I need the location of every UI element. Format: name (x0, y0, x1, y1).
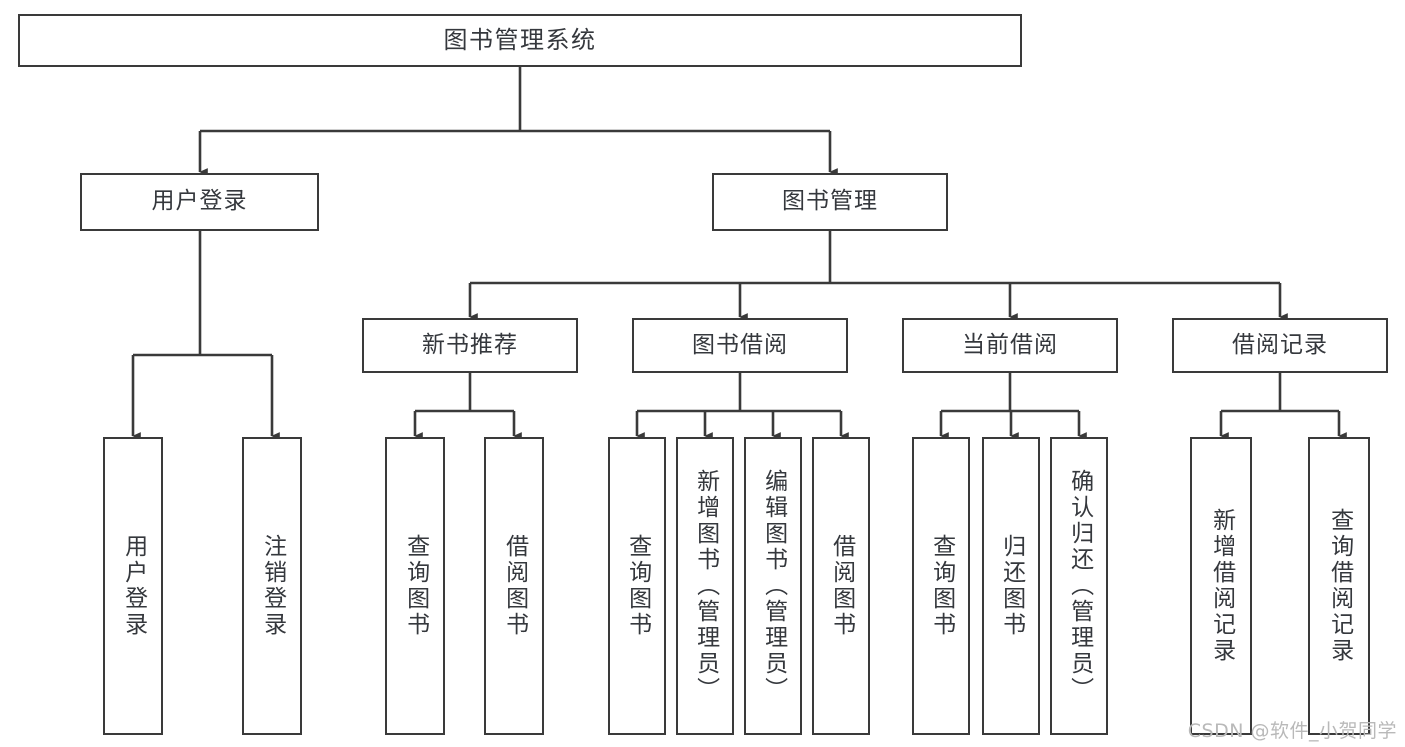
node-l-user-logout[interactable]: 注销登录 (242, 437, 302, 735)
node-book-manage[interactable]: 图书管理 (712, 173, 948, 231)
node-label: 查询图书 (928, 534, 955, 638)
node-label: 图书借阅 (692, 331, 788, 358)
node-label: 新增借阅记录 (1208, 508, 1235, 664)
node-l-c-query[interactable]: 查询图书 (912, 437, 970, 735)
node-user-login[interactable]: 用户登录 (80, 173, 319, 231)
node-label: 归还图书 (998, 534, 1025, 638)
node-l-nr-query[interactable]: 查询图书 (385, 437, 445, 735)
node-l-b-edit[interactable]: 编辑图书（管理员） (744, 437, 802, 735)
node-l-b-query[interactable]: 查询图书 (608, 437, 666, 735)
node-label: 借阅图书 (828, 534, 855, 638)
node-records[interactable]: 借阅记录 (1172, 318, 1388, 373)
node-label: 图书管理系统 (443, 26, 597, 55)
node-label: 借阅记录 (1232, 331, 1328, 358)
node-label: 图书管理 (782, 188, 878, 215)
node-new-rec[interactable]: 新书推荐 (362, 318, 578, 373)
node-label: 用户登录 (151, 188, 248, 215)
node-label: 确认归还（管理员） (1066, 469, 1093, 703)
node-l-c-return[interactable]: 归还图书 (982, 437, 1040, 735)
node-current[interactable]: 当前借阅 (902, 318, 1118, 373)
node-label: 查询借阅记录 (1326, 508, 1353, 664)
node-label: 借阅图书 (501, 534, 528, 638)
node-label: 当前借阅 (962, 331, 1058, 358)
node-borrow[interactable]: 图书借阅 (632, 318, 848, 373)
node-label: 新书推荐 (422, 331, 518, 358)
node-l-b-borrow[interactable]: 借阅图书 (812, 437, 870, 735)
node-l-r-query[interactable]: 查询借阅记录 (1308, 437, 1370, 735)
node-l-b-add[interactable]: 新增图书（管理员） (676, 437, 734, 735)
node-l-user-login[interactable]: 用户登录 (103, 437, 163, 735)
node-label: 新增图书（管理员） (692, 469, 719, 703)
node-l-nr-borrow[interactable]: 借阅图书 (484, 437, 544, 735)
node-label: 注销登录 (259, 534, 286, 638)
node-label: 编辑图书（管理员） (760, 469, 787, 703)
csdn-watermark: CSDN @软件_小贺同学 (1187, 720, 1397, 742)
node-l-r-add[interactable]: 新增借阅记录 (1190, 437, 1252, 735)
node-label: 用户登录 (120, 534, 147, 638)
node-label: 查询图书 (624, 534, 651, 638)
node-root[interactable]: 图书管理系统 (18, 14, 1022, 67)
node-label: 查询图书 (402, 534, 429, 638)
node-l-c-confirm[interactable]: 确认归还（管理员） (1050, 437, 1108, 735)
